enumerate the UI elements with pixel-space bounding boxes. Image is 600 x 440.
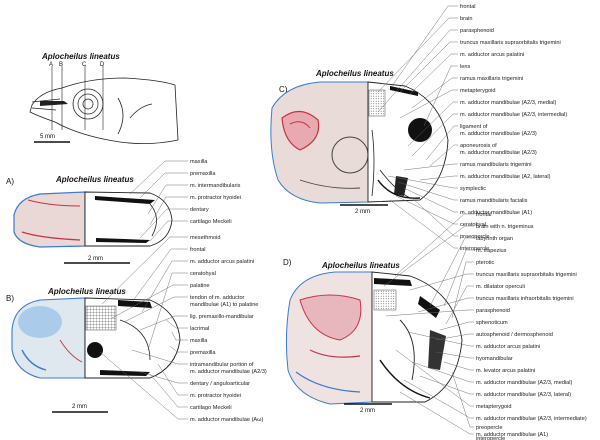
panel-c-scale-label: 2 mm [355,209,370,215]
overview-scale-label: 5 mm [40,134,55,140]
panel-a-label-0: maxilla [190,159,208,165]
panel-d-label-7: truncus maxillaris infraorbitalis trigem… [476,296,574,302]
panel-d-scale-label: 2 mm [360,408,375,414]
panel-d-title: Aplocheilus lineatus [321,261,400,270]
panel-c-label-3: truncus maxillaris supraorbitalis trigem… [460,40,561,46]
panel-c-label-17: ramus mandibularis facialis [460,198,528,204]
panel-b-label-13: dentary / anguloarticular [190,381,250,387]
panel-b-label-14: m. protractor hyoidei [190,393,241,399]
panel-b-label-4: palatine [190,283,210,289]
panel-b-letter: B) [6,294,14,303]
panel-b-label-15: cartilago Meckeli [190,405,232,411]
panel-d-letter: D) [283,258,292,267]
panel-c-label-0: frontal [460,4,476,10]
panel-c-label-6: ramus maxillaris trigemini [460,76,523,82]
panel-d-label-19: m. adductor mandibulae (A1) [476,432,548,438]
panel-b-title: Aplocheilus lineatus [47,287,126,296]
overview-title: Aplocheilus lineatus [41,52,120,61]
panel-d: D) Aplocheilus lineatus 2 mm frontal bra… [283,212,587,440]
panel-d-label-16: metapterygoid [476,404,511,410]
panel-c-label-10: ligament of [460,124,488,130]
panel-b-label-2: m. adductor arcus palatini [190,259,254,265]
panel-a-title: Aplocheilus lineatus [55,175,134,184]
panel-c-label-1: brain [460,16,472,22]
panel-d-label-8: parasphenoid [476,308,510,314]
panel-b-label-0: mesethmoid [190,235,220,241]
panel-b-scale-label: 2 mm [72,404,87,410]
section-mark-d: D [100,62,105,68]
panel-c-label-18: m. adductor mandibulae (A1) [460,210,532,216]
panel-c-label-11: m. adductor mandibulae (A2/3) [460,131,537,137]
panel-d-label-2: labyrinth organ [476,236,513,242]
panel-d-label-9: sphenoticum [476,320,508,326]
panel-b-label-10: premaxilla [190,350,216,356]
panel-a-label-1: premaxilla [190,171,216,177]
panel-c-label-15: m. adductor mandibulae (A2, lateral) [460,174,551,180]
panel-b-label-5: tendon of m. adductor [190,295,245,301]
panel-c-letter: C) [279,85,288,94]
panel-b-label-6: mandibulae (A1) to palatine [190,302,258,308]
panel-d-label-17: m. adductor mandibulae (A2/3, intermedia… [476,416,587,422]
section-mark-a: A [49,62,53,68]
panel-a-label-2: m. intermandibularis [190,183,241,189]
panel-d-label-10: autosphenoid / dermosphenoid [476,332,553,338]
panel-d-label-6: m. dilatator operculi [476,284,525,290]
panel-d-label-12: hyomandibular [476,356,513,362]
panel-a-label-4: dentary [190,207,209,213]
panel-d-label-0: frontal [476,212,492,218]
panel-c-label-16: symplectic [460,186,486,192]
panel-b-label-1: frontal [190,247,206,253]
panel-a-label-3: m. protractor hyoidei [190,195,241,201]
panel-c-label-9: m. adductor mandibulae (A2/3, intermedia… [460,112,567,118]
panel-c-label-4: m. adductor arcus palatini [460,52,524,58]
panel-b-label-7: lig. premaxillo-mandibular [190,314,254,320]
panel-d-label-13: m. levator arcus palatini [476,368,535,374]
panel-c-label-19: ceratohyal [460,222,486,228]
panel-d-label-1: brain with n. trigeminus [476,224,534,230]
panel-c-label-5: lens [460,64,470,70]
panel-c-label-12: aponeurosis of [460,143,497,149]
panel-a-scale-label: 2 mm [88,256,103,262]
panel-d-label-15: m. adductor mandibulae (A2/3, lateral) [476,392,571,398]
panel-c-label-7: metapterygoid [460,88,495,94]
panel-c-label-21: interopercle [460,246,489,252]
panel-b-label-16: m. adductor mandibulae (Aω) [190,417,264,423]
panel-c-label-2: parasphenoid [460,28,494,34]
section-mark-b: B [59,62,63,68]
panel-c-label-13: m. adductor mandibulae (A2/3) [460,150,537,156]
panel-b: B) Aplocheilus lineatus 2 mm mesethmoid … [6,235,267,423]
panel-b-label-3: ceratohyal [190,271,216,277]
panel-a-label-5: cartilago Meckeli [190,219,232,225]
panel-d-label-11: m. adductor arcus palatini [476,344,540,350]
panel-d-label-14: m. adductor mandibulae (A2/3, medial) [476,380,573,386]
panel-b-label-11: intramandibular portion of [190,362,254,368]
panel-c-title: Aplocheilus lineatus [315,69,394,78]
panel-d-label-5: truncus maxillaris supraorbitalis trigem… [476,272,577,278]
panel-a: A) Aplocheilus lineatus 2 mm maxilla pre… [6,159,241,264]
panel-b-label-12: m. adductor mandibulae (A2/3) [190,369,267,375]
section-mark-c: C [82,62,87,68]
panel-c-label-14: ramus mandibularis trigemini [460,162,532,168]
panel-a-letter: A) [6,177,14,186]
panel-c-label-20: praeopercle [460,234,490,240]
panel-b-label-8: lacrimal [190,326,209,332]
overview-head-drawing: Aplocheilus lineatus A B C D 5 mm [29,52,179,144]
panel-d-label-20: interopercle [476,436,505,440]
panel-d-label-3: m. trapezius [476,248,507,254]
panel-c: C) Aplocheilus lineatus 2 mm frontal bra… [270,4,567,252]
panel-b-label-9: maxilla [190,338,208,344]
panel-c-label-8: m. adductor mandibulae (A2/3, medial) [460,100,557,106]
panel-d-label-18: preopercle [476,425,502,431]
panel-d-label-4: pterotic [476,260,495,266]
